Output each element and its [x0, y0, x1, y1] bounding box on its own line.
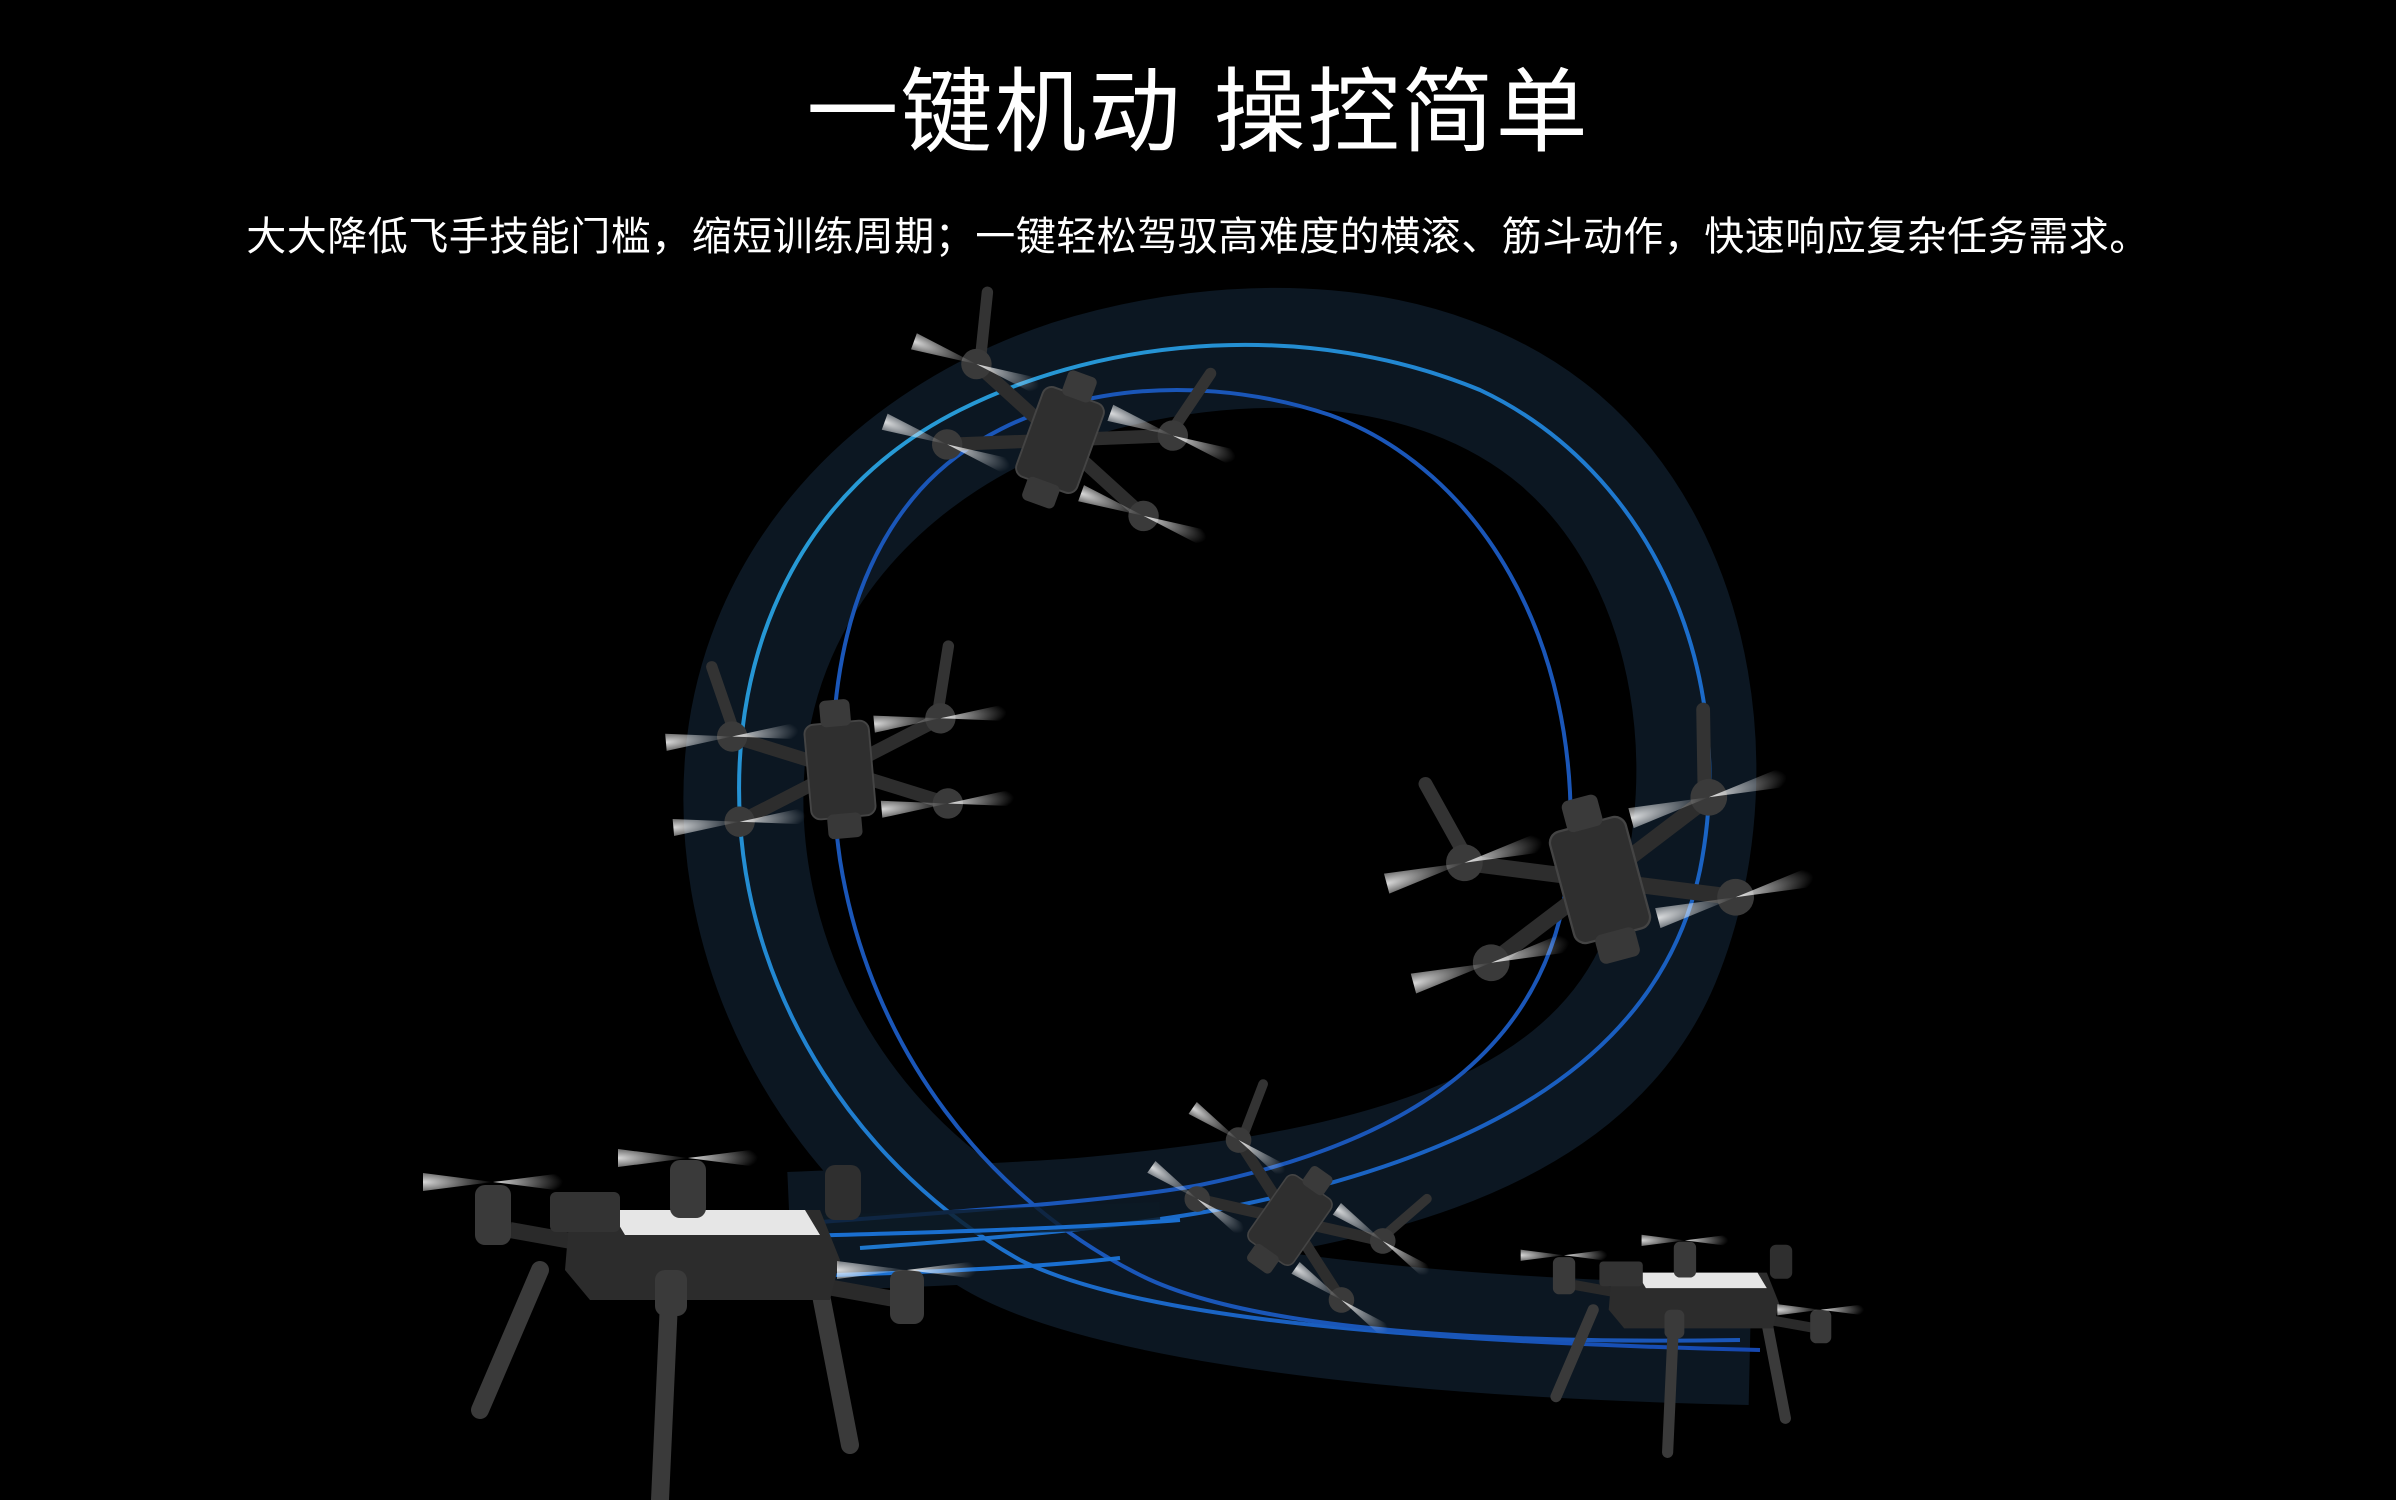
page-title: 一键机动 操控简单 [806, 59, 1590, 166]
page-subtitle: 大大降低飞手技能门槛，缩短训练周期；一键轻松驾驭高难度的横滚、筋斗动作，快速响应… [246, 214, 2150, 260]
